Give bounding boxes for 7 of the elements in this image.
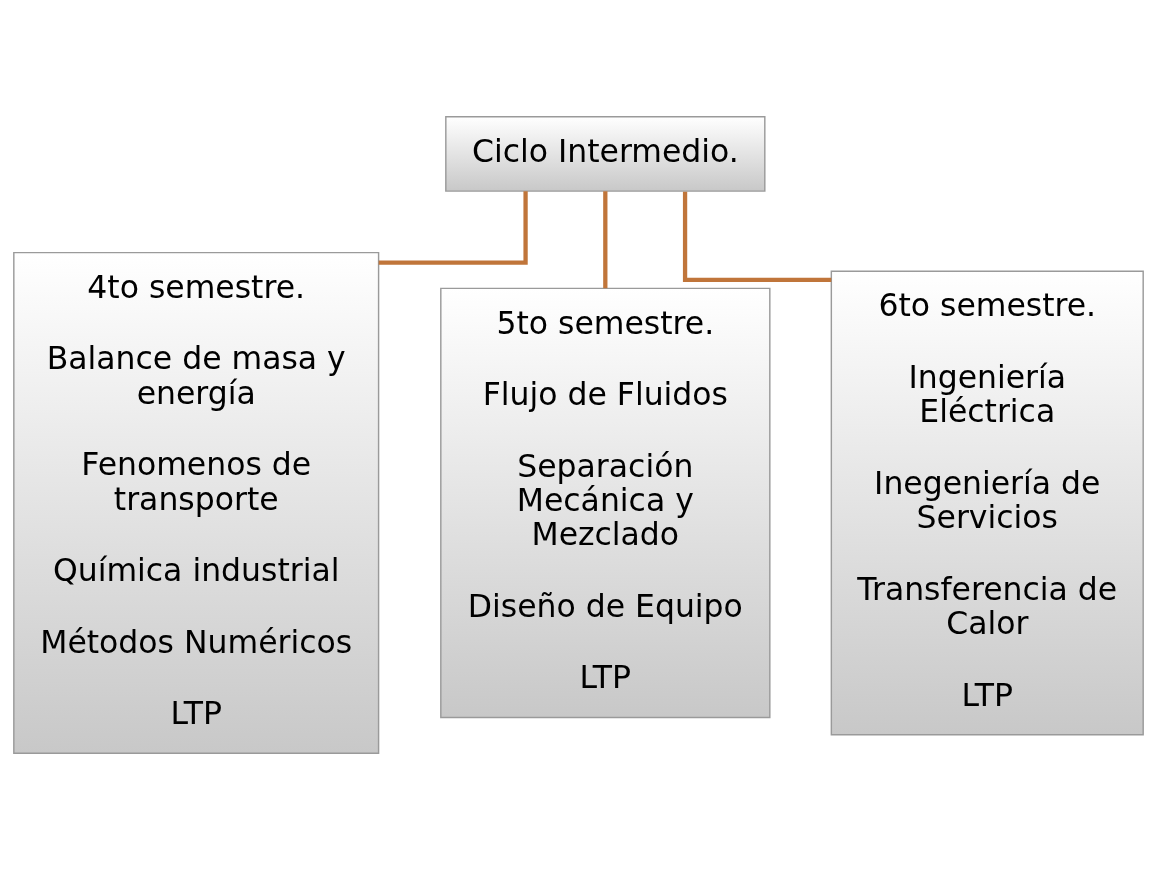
connector — [378, 190, 528, 265]
node-box: 6to semestre. Ingeniería Eléctrica Inegeniería de Servicios Transferencia de Calor LTP — [830, 270, 1144, 735]
node-box: Ciclo Intermedio. — [445, 115, 766, 192]
connector — [603, 190, 608, 288]
connector — [682, 191, 832, 282]
node-box: 5to semestre. Flujo de Fluidos Separación Mecánica y Mezclado Diseño de Equipo LTP — [440, 287, 771, 718]
node-box: 4to semestre. Balance de masa y energía Fenomenos de transporte Química industrial Métodos Numéricos LTP — [13, 251, 380, 754]
